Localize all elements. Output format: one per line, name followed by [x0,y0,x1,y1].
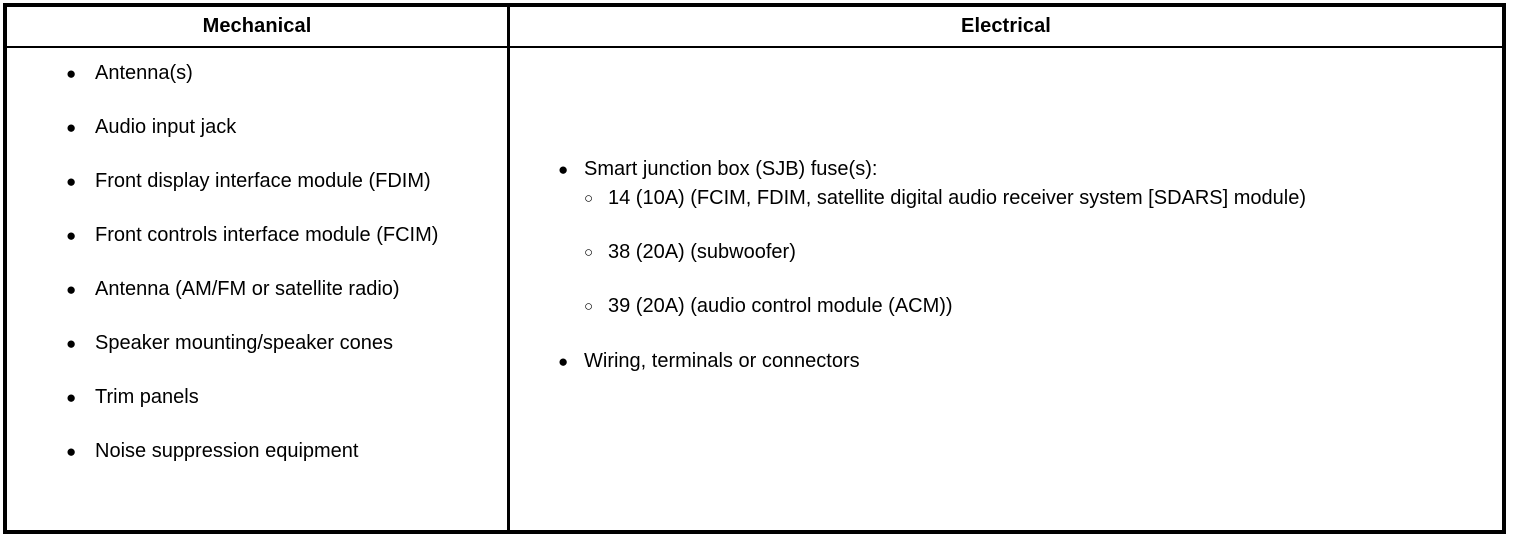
bullet-filled-icon: ● [66,334,77,353]
bullet-filled-icon: ● [558,160,569,179]
list-item: ● Smart junction box (SJB) fuse(s): ○ 14… [558,155,1458,321]
cell-mechanical: ● Antenna(s) ● Audio input jack ● Front … [7,48,510,530]
column-header-electrical: Electrical [961,14,1051,37]
list-item-label: Wiring, terminals or connectors [584,350,860,372]
bullet-filled-icon: ● [66,118,77,137]
table-content-row: ● Antenna(s) ● Audio input jack ● Front … [7,48,1502,530]
list-item: ○ 14 (10A) (FCIM, FDIM, satellite digita… [584,184,1374,213]
list-item-label: Antenna (AM/FM or satellite radio) [95,278,400,300]
component-table: Mechanical Electrical ● Antenna(s) ● Aud… [3,3,1506,534]
list-item-label: Front controls interface module (FCIM) [95,224,439,246]
list-item-label: Speaker mounting/speaker cones [95,332,393,354]
fuse-item-label: 14 (10A) (FCIM, FDIM, satellite digital … [608,187,1306,209]
list-item: ● Antenna(s) [66,59,496,88]
cell-electrical: ● Smart junction box (SJB) fuse(s): ○ 14… [510,48,1502,530]
list-item: ○ 39 (20A) (audio control module (ACM)) [584,292,1374,321]
table-header-row: Mechanical Electrical [7,7,1502,48]
fuse-sublist: ○ 14 (10A) (FCIM, FDIM, satellite digita… [584,184,1458,321]
bullet-hollow-icon: ○ [584,298,594,315]
list-item: ● Front display interface module (FDIM) [66,167,496,196]
list-item: ● Front controls interface module (FCIM) [66,221,496,250]
list-item-label: Trim panels [95,386,199,408]
list-item-label: Audio input jack [95,116,237,138]
bullet-filled-icon: ● [66,280,77,299]
table-body: Mechanical Electrical ● Antenna(s) ● Aud… [7,7,1502,530]
bullet-filled-icon: ● [558,352,569,371]
mechanical-list: ● Antenna(s) ● Audio input jack ● Front … [66,59,496,491]
list-item: ○ 38 (20A) (subwoofer) [584,238,1374,267]
bullet-hollow-icon: ○ [584,244,594,261]
list-item: ● Noise suppression equipment [66,437,496,466]
bullet-hollow-icon: ○ [584,190,594,207]
bullet-filled-icon: ● [66,388,77,407]
bullet-filled-icon: ● [66,442,77,461]
bullet-filled-icon: ● [66,226,77,245]
list-item: ● Audio input jack [66,113,496,142]
list-item: ● Wiring, terminals or connectors [558,347,1458,376]
list-item: ● Trim panels [66,383,496,412]
list-item-label: Antenna(s) [95,62,193,84]
bullet-filled-icon: ● [66,172,77,191]
column-header-mechanical: Mechanical [7,7,510,46]
list-item: ● Antenna (AM/FM or satellite radio) [66,275,496,304]
fuse-item-label: 38 (20A) (subwoofer) [608,241,796,263]
list-item-label: Noise suppression equipment [95,440,359,462]
electrical-list: ● Smart junction box (SJB) fuse(s): ○ 14… [558,155,1458,376]
list-item-label: Front display interface module (FDIM) [95,170,431,192]
spacer [558,321,1458,347]
list-item-label: Smart junction box (SJB) fuse(s): [584,158,878,180]
list-item: ● Speaker mounting/speaker cones [66,329,496,358]
bullet-filled-icon: ● [66,64,77,83]
fuse-item-label: 39 (20A) (audio control module (ACM)) [608,295,953,317]
